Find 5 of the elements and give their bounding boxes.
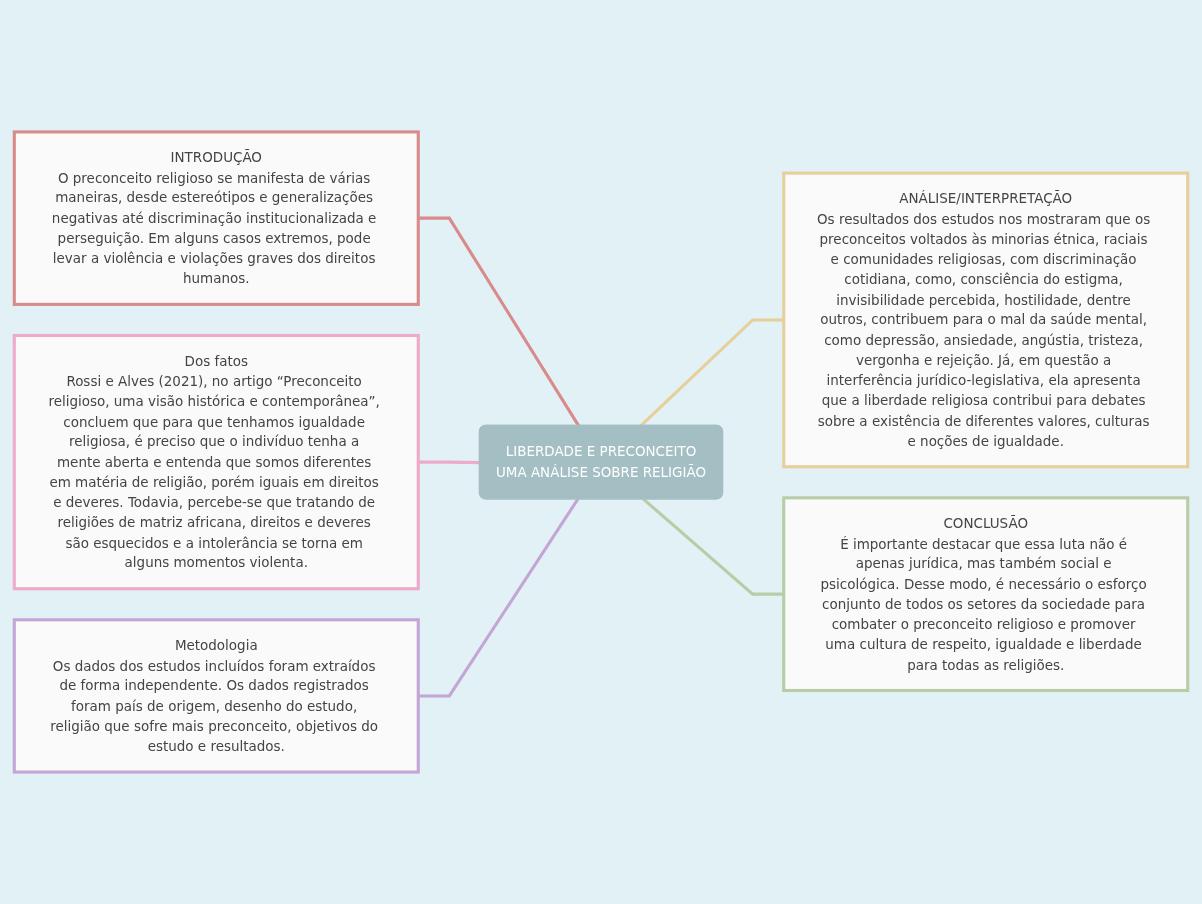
node-box: Metodologia Os dados dos estudos incluídos foram extraídos de forma independente. Os dados registrados foram país de origem, desenho do estudo, religião que sofre mais preconceito, objetivos do estudo e resultados. [12, 618, 420, 774]
node-box: INTRODUÇÃO O preconceito religioso se manifesta de várias maneiras, desde estereótipos e generalizações negativas até discriminação institucionalizada e perseguição. Em alguns casos extremos, pode levar a violência e violações graves dos direitos humanos. [12, 130, 420, 306]
node-box: Dos fatos Rossi e Alves (2021), no artigo “Preconceito religioso, uma visão histórica e contemporânea”, concluem que para que tenhamos igualdade religiosa, é preciso que o indivíduo tenha a mente aberta e entenda que somos diferentes em matéria de religião, porém iguais em direitos e deveres. Todavia, percebe-se que tratando de religiões de matriz africana, direitos e deveres são esquecidos e a intolerância se torna em alguns momentos violenta. [12, 333, 420, 591]
node-box: CONCLUSÃO É importante destacar que essa luta não é apenas jurídica, mas também social e psicológica. Desse modo, é necessário o esforço conjunto de todos os setores da sociedade para combater o preconceito religioso e promover uma cultura de respeito, igualdade e liberdade para todas as religiões. [782, 496, 1190, 693]
node-box: ANÁLISE/INTERPRETAÇÃO Os resultados dos estudos nos mostraram que os preconceitos voltados às minorias étnica, raciais e comunidades religiosas, com discriminação cotidiana, como, consciência do estigma, invisibilidade percebida, hostilidade, dentre outros, contribuem para o mal da saúde mental, como depressão, ansiedade, angústia, tristeza, vergonha e rejeição. Já, em questão a interferência jurídico-legislativa, ela apresenta que a liberdade religiosa contribui para debates sobre a existência de diferentes valores, culturas e noções de igualdade. [782, 171, 1190, 469]
